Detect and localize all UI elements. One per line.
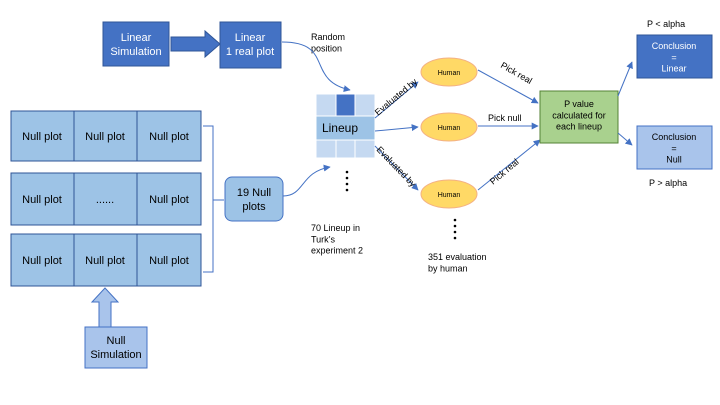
real-plot-cell [335,93,356,117]
null-plot-row-3 [10,233,202,287]
evaluation-dots [453,218,457,240]
null-plot-cell: Null plot [85,131,125,143]
linear-simulation-box [102,21,170,67]
human-label-top: Human [438,70,461,77]
lineup-to-human-mid-arrow [374,124,419,132]
simulation-to-real-arrow [170,29,221,59]
human-node-mid [420,112,478,142]
null-plot-cell: Null plot [149,255,189,267]
lineup-to-human-bottom-arrow [374,145,419,191]
nineteen-null-plots-box [224,176,284,222]
lineup-dots [345,170,349,192]
linear-real-plot-box [219,21,282,69]
human-label-mid: Human [438,125,461,132]
evaluated-by-top-label: Evaluated by [373,76,420,117]
lineup-box [315,115,376,141]
real-plot-to-lineup-arrow [281,41,351,93]
human-label-bottom: Human [438,192,461,199]
conclusion-linear-box [636,34,713,79]
null-plots-to-lineup-arrow [282,164,331,197]
null-plot-cell: Null plot [22,255,62,267]
conclusion-null-label: Conclusion=Null [652,132,697,165]
p-value-box [539,90,619,144]
null-plot-cell: Null plot [22,194,62,206]
pvalue-to-null-arrow [617,132,633,146]
null-simulation-box [84,326,148,369]
pvalue-to-linear-arrow [617,61,633,97]
evaluated-by-bottom-label: Evaluated by [375,144,419,189]
null-plot-cell: Null plot [149,194,189,206]
pick-real-top-label: Pick real [499,60,534,86]
p-greater-alpha-label: P > alpha [649,178,687,188]
human-node-top [420,57,478,87]
null-simulation-up-arrow [90,287,120,328]
null-plot-cell: Null plot [85,255,125,267]
null-plot-row-1 [10,110,202,162]
lineup-grid: Lineup [315,93,376,159]
pick-null-label: Pick null [488,113,522,123]
null-plot-ellipsis: ...... [96,194,114,206]
null-plots-brace [203,125,224,273]
conclusion-null-box [636,125,713,170]
human-bottom-to-pvalue-arrow [477,139,541,191]
p-less-alpha-label: P < alpha [647,19,685,29]
lineup-label: Lineup [322,121,358,135]
lineup-to-human-top-arrow [374,81,419,119]
null-plot-grid: Null plot Null plot Null plot Null plot … [10,110,202,287]
null-plot-cell: Null plot [149,131,189,143]
human-node-bottom [420,179,478,209]
null-plot-row-2 [10,172,202,226]
pick-real-bottom-label: Pick real [488,157,521,187]
human-top-to-pvalue-arrow [477,69,539,104]
conclusion-linear-label: Conclusion=Linear [652,41,697,74]
null-plot-cell: Null plot [22,131,62,143]
